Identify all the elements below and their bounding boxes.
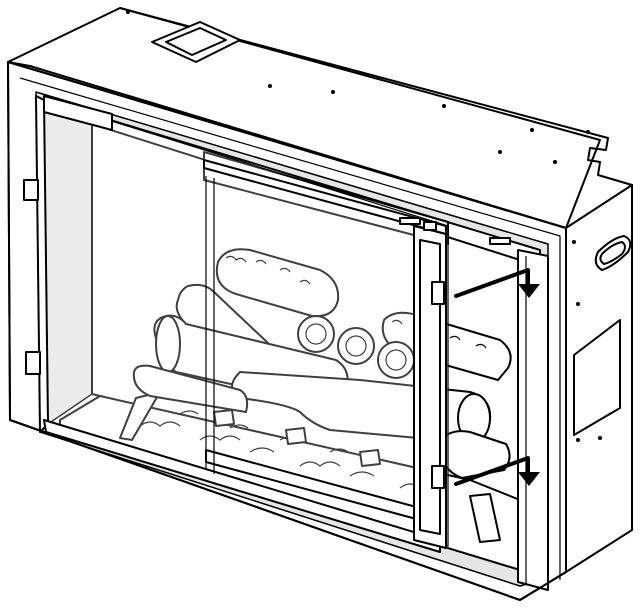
grate-foot [213,409,235,427]
door-frame-right-post-inner [419,239,441,535]
end-grain-ring [385,349,407,371]
end-grain-ring [305,323,327,345]
screw [576,302,580,306]
grate-foot [285,427,307,445]
screw [442,104,446,108]
screw [553,160,557,164]
top-screws [126,10,590,164]
screw [331,90,335,94]
clip-door-top [431,281,445,305]
side-handle-inner [599,241,626,265]
marking [399,217,421,225]
housing-top-back-edge [119,7,633,186]
end-grain [297,315,335,353]
screw [572,240,576,244]
door-frame-markings [399,217,511,245]
marking [489,237,511,245]
arrow-top-shaft [454,268,530,298]
hinge-left-top [23,179,39,201]
front-trim-outline [7,61,567,601]
door-frame-top [203,159,447,235]
door-frame [203,159,447,549]
clip-door-bottom [431,465,445,489]
housing-top [7,7,601,229]
screw [576,438,580,442]
door-bottom-rail [43,419,441,553]
screw [268,84,272,88]
arrow-bottom-shaft [454,456,530,486]
end-grain [337,327,375,365]
indicator-arrows [454,268,540,486]
grate-feet [119,391,501,543]
hinge-left-bottom [25,351,41,375]
grate-foot-right [469,493,501,543]
arrow-top-head [518,284,540,298]
top-control-screen [165,27,227,56]
screw [498,150,502,154]
log-end-grains [297,315,415,379]
screw [530,128,534,132]
door-top-rail [43,95,113,131]
trim-bevel [19,77,561,580]
log-bottom-left [132,364,249,413]
marking [423,221,437,231]
screw [126,10,130,14]
log-back-top [215,248,340,318]
front-trim-right-strip [517,249,549,591]
side-handle [594,235,632,271]
screw [586,130,590,134]
side-panel-plate [573,319,621,436]
grate-foot [359,449,381,467]
end-grain-ring [345,335,367,357]
log-bark [225,255,311,285]
screw [598,436,602,440]
arrow-bottom-head [518,472,540,486]
side-screws [572,240,602,442]
